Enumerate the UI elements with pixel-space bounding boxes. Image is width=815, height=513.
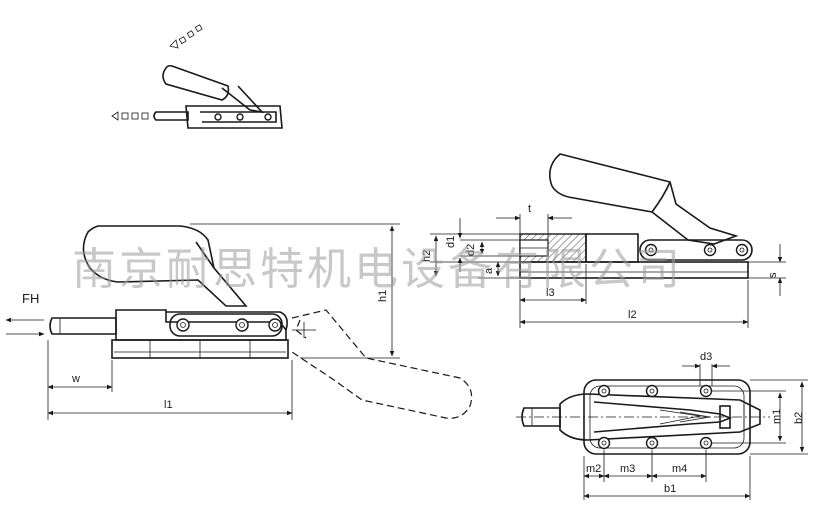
label-a: a xyxy=(483,267,495,274)
label-m1: m1 xyxy=(771,409,783,424)
label-h2: h2 xyxy=(421,250,433,262)
label-t: t xyxy=(528,203,531,215)
label-d2: d2 xyxy=(465,244,477,256)
label-h1: h1 xyxy=(377,290,389,302)
label-l2: l2 xyxy=(628,309,637,321)
label-fh: FH xyxy=(22,291,39,306)
label-m4: m4 xyxy=(672,463,687,475)
label-b2: b2 xyxy=(793,412,805,424)
small-clamp-sketch xyxy=(111,24,283,129)
label-b1: b1 xyxy=(664,483,676,495)
label-s: s xyxy=(767,272,779,278)
label-d1: d1 xyxy=(445,236,457,248)
label-l3: l3 xyxy=(546,287,555,299)
label-m3: m3 xyxy=(620,463,635,475)
label-d3: d3 xyxy=(700,351,712,363)
label-l1: l1 xyxy=(164,399,173,411)
label-m2: m2 xyxy=(586,463,601,475)
label-w: w xyxy=(71,373,80,385)
main-side-view xyxy=(5,223,473,420)
section-side-view xyxy=(430,153,786,328)
top-view xyxy=(516,363,808,500)
company-watermark: 南京耐思特机电设备有限公司 xyxy=(72,244,683,295)
